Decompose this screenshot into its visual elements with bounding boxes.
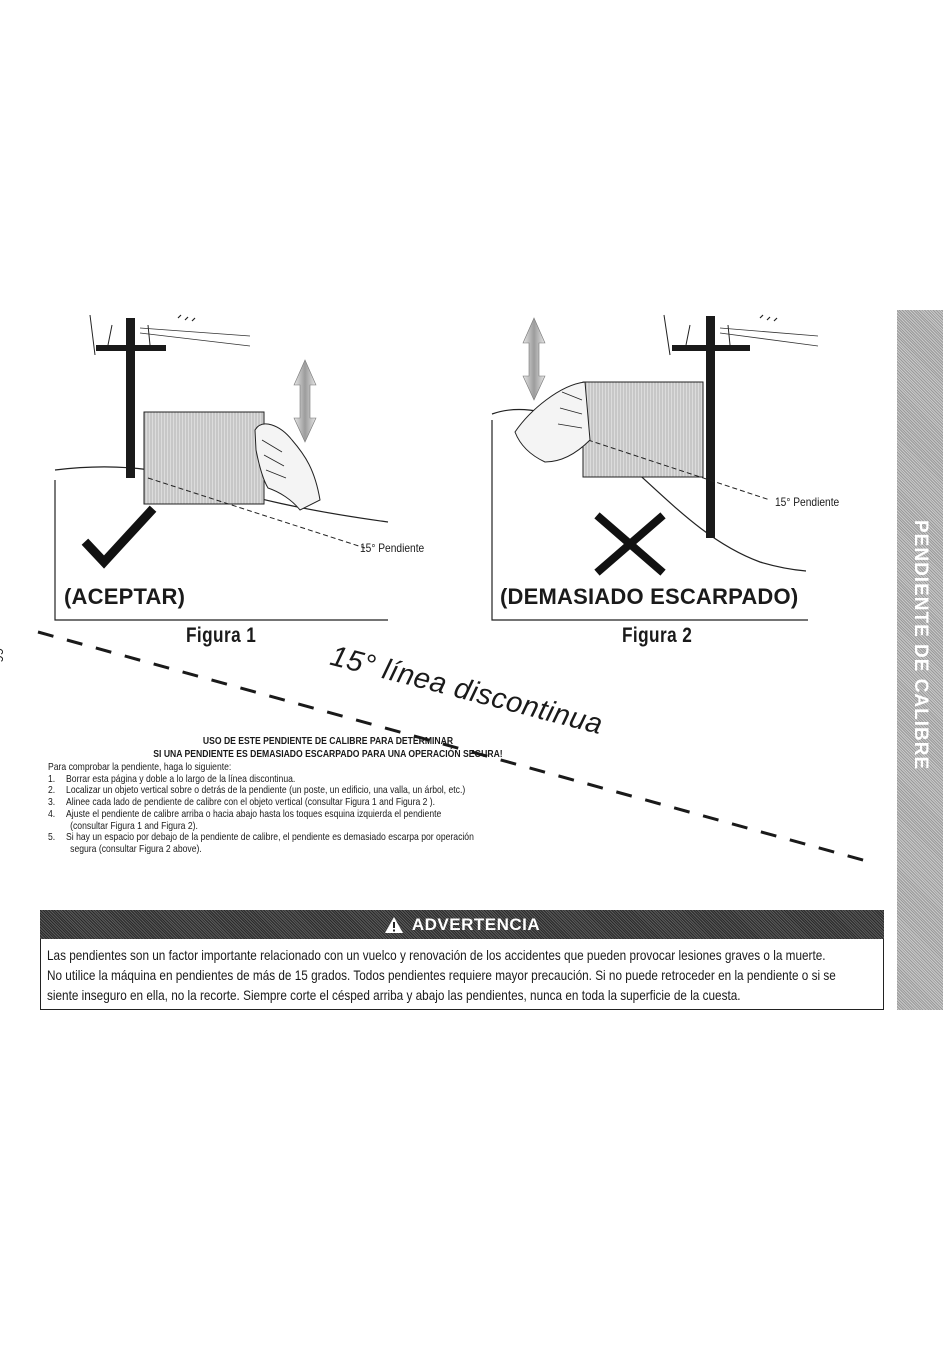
fold-dashed-line	[37, 630, 871, 864]
warning-title: ADVERTENCIA	[411, 914, 541, 934]
warning-box	[40, 910, 884, 1010]
instructions-heading-2: SI UNA PENDIENTE ES DEMASIADO ESCARPADO …	[153, 748, 503, 760]
figure1-verdict: (ACEPTAR)	[64, 584, 186, 609]
warning-header: ADVERTENCIA	[40, 910, 884, 939]
up-down-arrow-icon	[522, 317, 546, 401]
warning-triangle-icon	[384, 916, 403, 933]
list-item: 3.Alinee cada lado de pendiente de calib…	[48, 796, 436, 809]
slope-gauge	[582, 381, 704, 478]
instructions: USO DE ESTE PENDIENTE DE CALIBRE PARA DE…	[48, 735, 608, 856]
list-item: 1.Borrar esta página y doble a lo largo …	[48, 772, 296, 785]
list-item: 2.Localizar un objeto vertical sobre o d…	[48, 784, 466, 797]
list-item-continuation: segura (consultar Figura 2 above).	[70, 842, 202, 855]
figure1-slope-label: 15° Pendiente	[360, 541, 425, 555]
figure2-caption: Figura 2	[622, 624, 693, 647]
warning-line: siente inseguro en ella, no la recorte. …	[47, 988, 741, 1004]
x-mark-icon	[594, 512, 666, 576]
list-item: 5.Si hay un espacio por debajo de la pen…	[48, 831, 474, 844]
list-item-continuation: (consultar Figura 1 and Figura 2).	[70, 819, 198, 832]
warning-text: Las pendientes son un factor importante …	[47, 946, 877, 1007]
instructions-intro: Para comprobar la pendiente, haga lo sig…	[48, 761, 232, 773]
list-item: 4.Ajuste el pendiente de calibre arriba …	[48, 807, 442, 820]
figure1-drawing	[54, 314, 389, 621]
instructions-heading-1: USO DE ESTE PENDIENTE DE CALIBRE PARA DE…	[202, 735, 454, 747]
up-down-arrow-icon	[293, 359, 317, 443]
figure2-drawing	[491, 314, 819, 621]
slope-gauge	[143, 411, 265, 505]
figure2-slope-label: 15° Pendiente	[775, 495, 840, 509]
figure1-caption: Figura 1	[186, 624, 257, 647]
check-mark-icon	[81, 505, 157, 569]
section-side-tab: PENDIENTE DE CALIBRE	[897, 310, 943, 1010]
warning-line: Las pendientes son un factor importante …	[47, 948, 826, 963]
figure2-verdict: (DEMASIADO ESCARPADO)	[500, 584, 799, 609]
page-number: 66	[0, 648, 6, 663]
warning-line: No utilice la máquina en pendientes de m…	[47, 968, 836, 984]
side-tab-label: PENDIENTE DE CALIBRE	[910, 520, 931, 771]
